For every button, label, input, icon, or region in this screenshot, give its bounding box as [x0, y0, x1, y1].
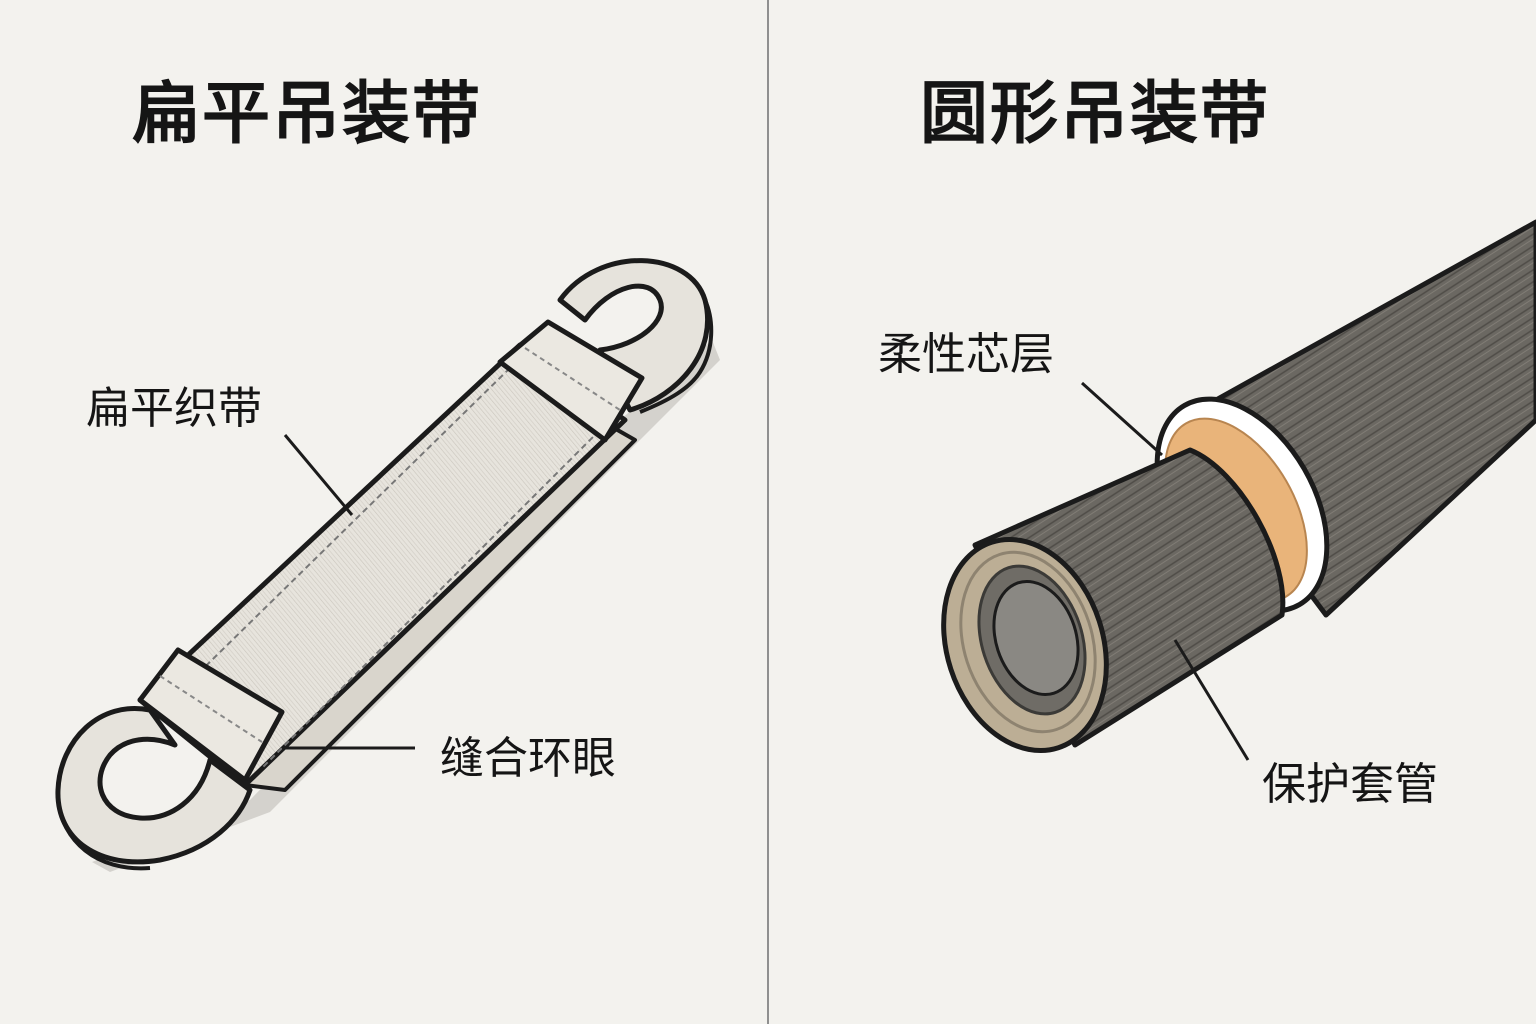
- top-stitched-band: [497, 319, 645, 443]
- flat-sling-panel: 扁平吊装带: [55, 75, 720, 872]
- round-sling-panel: 圆形吊装带: [770, 0, 1536, 1024]
- core-leader-line: [1080, 381, 1164, 457]
- top-loop-eye: [557, 258, 714, 414]
- bottom-stitched-band: [137, 647, 285, 783]
- sleeve-leader-line: [1173, 639, 1250, 761]
- webbing-label: 扁平织带: [86, 383, 262, 434]
- flat-sling-illustration: [55, 258, 720, 872]
- panel-divider: [767, 0, 769, 1024]
- flat-sling-title: 扁平吊装带: [132, 75, 483, 154]
- stitched-eye-label: 缝合环眼: [440, 733, 616, 784]
- round-sling-title: 圆形吊装带: [920, 75, 1271, 154]
- round-sling-illustration: [941, 219, 1536, 761]
- webbing-leader-line: [283, 434, 354, 516]
- sleeve-label: 保护套管: [1262, 759, 1438, 810]
- bottom-loop-eye: [55, 706, 253, 871]
- core-label: 柔性芯层: [878, 329, 1054, 380]
- sling-end-face: [941, 536, 1109, 754]
